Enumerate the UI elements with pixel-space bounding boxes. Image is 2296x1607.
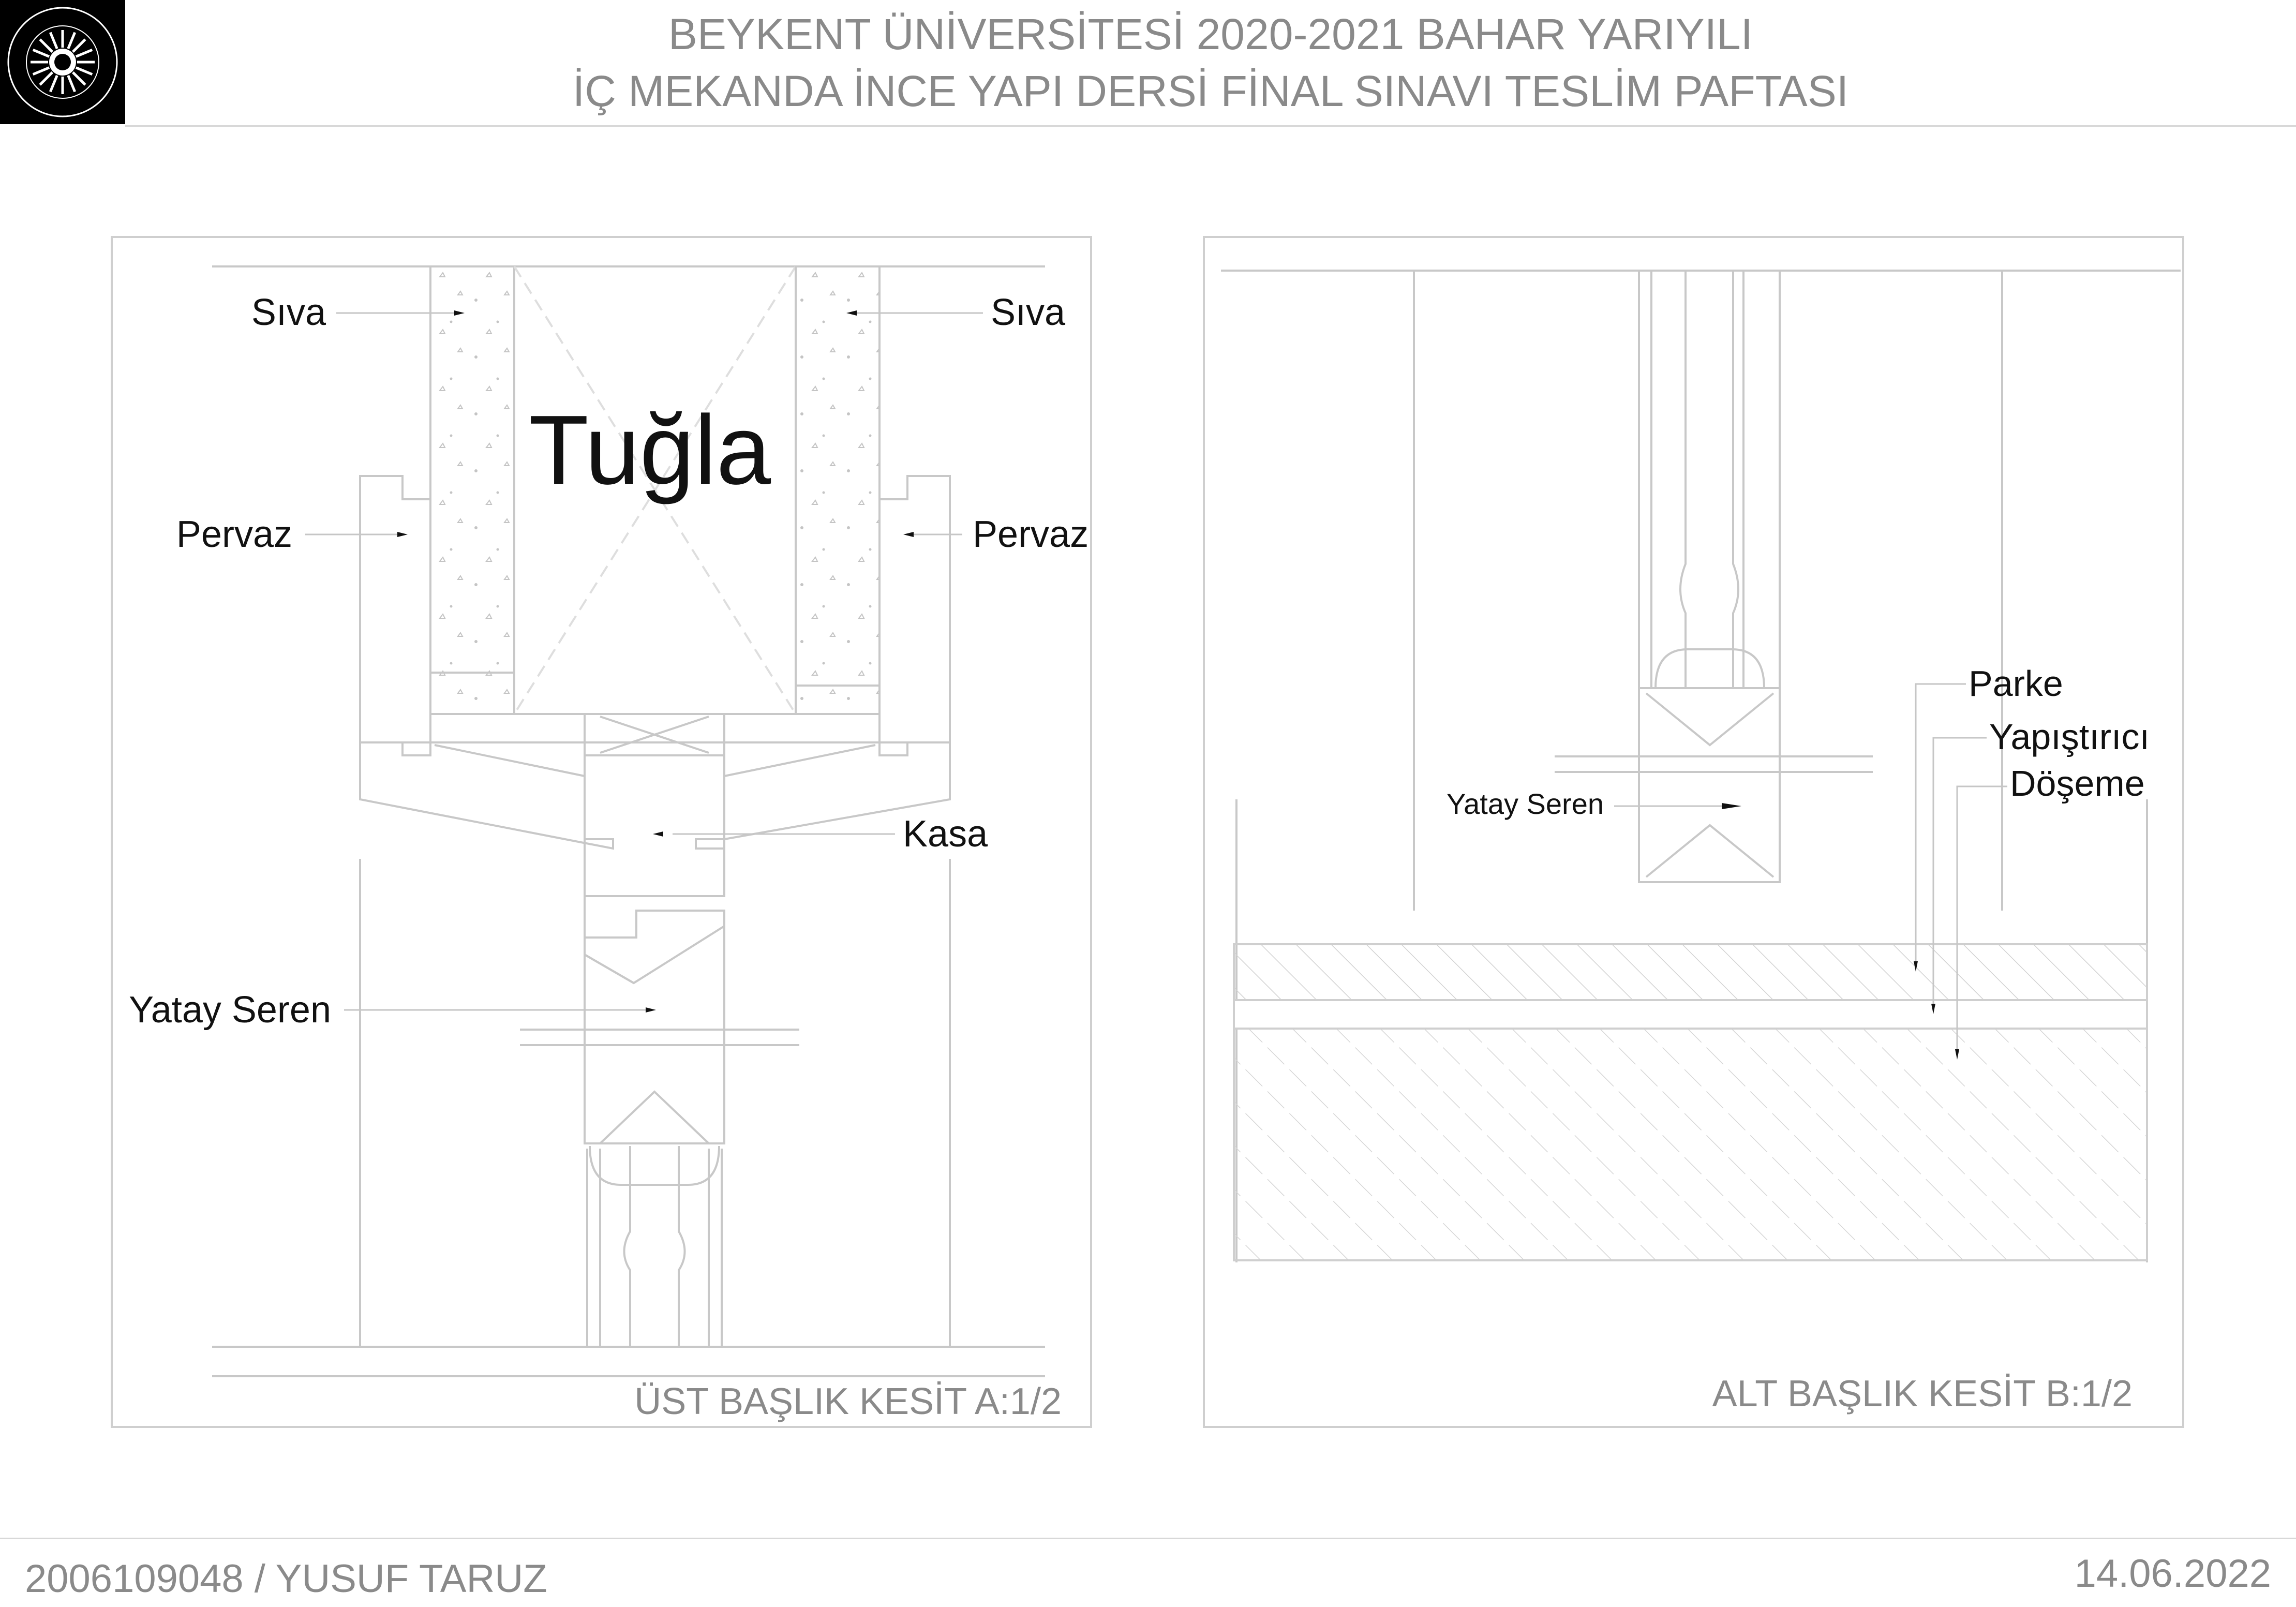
yapistirici-layer (1233, 999, 2148, 1030)
submission-date: 14.06.2022 (2074, 1552, 2271, 1596)
sun-emblem-icon (7, 7, 118, 117)
section-a-arrowheads (397, 310, 914, 1013)
section-a-leaders (305, 312, 983, 1011)
section-a-frame (111, 236, 1092, 1428)
label-yatay-seren-a: Yatay Seren (129, 989, 331, 1031)
section-b-leaders (1614, 683, 2007, 1055)
section-b-drawing (1221, 270, 2181, 1262)
header-title-line-2: İÇ MEKANDA İNCE YAPI DERSİ FİNAL SINAVI … (572, 67, 1849, 115)
label-siva-right: Sıva (991, 292, 1066, 333)
footer-divider (0, 1538, 2296, 1539)
doseme-layer (1233, 1028, 2148, 1261)
label-doseme: Döşeme (2010, 763, 2145, 804)
label-yapistirici: Yapıştırıcı (1989, 717, 2150, 757)
section-b-frame (1203, 236, 2184, 1428)
label-siva-left: Sıva (251, 292, 326, 333)
label-kasa: Kasa (903, 813, 988, 855)
label-yatay-seren-b: Yatay Seren (1447, 787, 1604, 820)
university-logo (0, 0, 125, 124)
section-b-arrowheads (1722, 803, 1959, 1060)
header-divider (125, 125, 2296, 127)
section-a-drawing (212, 265, 1045, 1377)
parke-layer (1233, 943, 2148, 1001)
label-pervaz-left: Pervaz (176, 514, 292, 555)
student-id-name: 2006109048 / YUSUF TARUZ (25, 1557, 547, 1601)
label-pervaz-right: Pervaz (973, 514, 1089, 555)
material-label-tugla: Tuğla (529, 395, 771, 505)
header-title-line-1: BEYKENT ÜNİVERSİTESİ 2020-2021 BAHAR YAR… (668, 10, 1753, 58)
section-b-title: ALT BAŞLIK KESİT B:1/2 (1712, 1373, 2133, 1415)
label-parke: Parke (1969, 663, 2063, 704)
section-a-title: ÜST BAŞLIK KESİT A:1/2 (634, 1381, 1062, 1422)
